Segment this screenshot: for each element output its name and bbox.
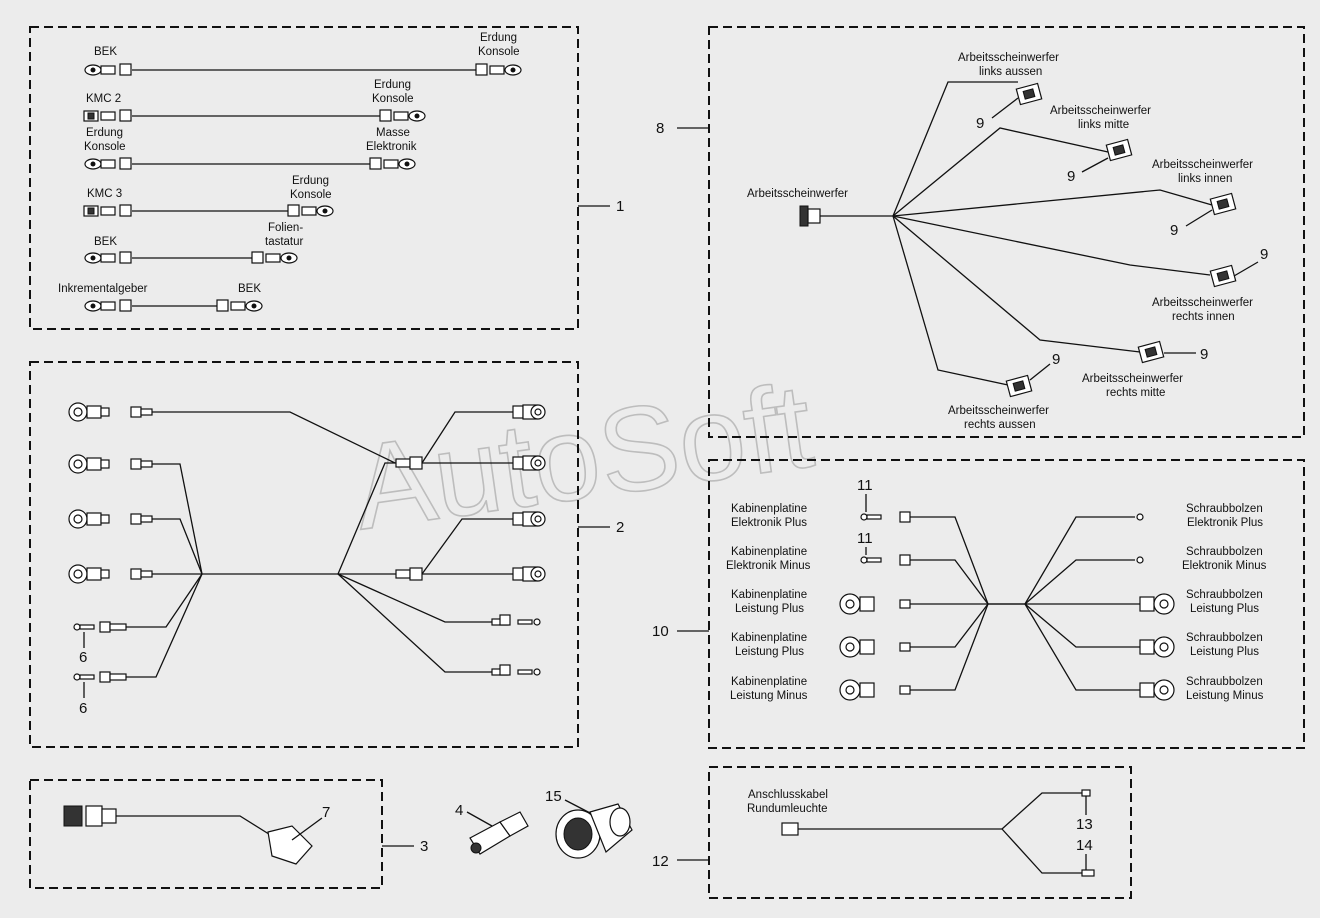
group-3: 3 7: [29, 779, 428, 889]
label-sb-3-b: Leistung Plus: [1190, 603, 1259, 615]
label-bek-1: BEK: [94, 46, 117, 58]
group-1: 1 BEK Erdung Konsole KMC 2 Erdung Konsol…: [29, 26, 624, 330]
label-erdung-3: Erdung: [86, 127, 123, 139]
label-erdung-4: Erdung: [292, 175, 329, 187]
label-konsole-2: Konsole: [372, 93, 414, 105]
callout-4: 4: [455, 802, 463, 819]
callout-9-b: 9: [1067, 168, 1075, 185]
label-tastatur: tastatur: [265, 236, 304, 248]
label-inkrementalgeber: Inkrementalgeber: [58, 283, 148, 295]
group-12-frame: [708, 766, 1132, 899]
label-kmc2: KMC 2: [86, 93, 121, 105]
callout-9-d: 9: [1260, 246, 1268, 263]
callout-1: 1: [616, 198, 624, 215]
group-12: 12 Anschlusskabel Rundumleuchte 13 14: [652, 766, 1132, 899]
label-konsole-3: Konsole: [84, 141, 126, 153]
cable-inkrementalgeber-bek: [84, 299, 263, 312]
label-lamp-4-a: Arbeitsscheinwerfer: [1152, 297, 1253, 309]
label-kp-5-a: Kabinenplatine: [731, 676, 807, 688]
label-lamp-5-b: rechts mitte: [1106, 387, 1165, 399]
label-lamp-2-b: links mitte: [1078, 119, 1129, 131]
label-lamp-3-b: links innen: [1178, 173, 1232, 185]
label-lamp-1-a: Arbeitsscheinwerfer: [958, 52, 1059, 64]
label-kp-2-b: Elektronik Minus: [726, 560, 811, 572]
callout-7: 7: [322, 804, 330, 821]
callout-2: 2: [616, 519, 624, 536]
label-kp-3-a: Kabinenplatine: [731, 589, 807, 601]
label-elektronik: Elektronik: [366, 141, 417, 153]
label-kp-1-b: Elektronik Plus: [731, 517, 807, 529]
callout-6-a: 6: [79, 649, 87, 666]
label-kp-4-a: Kabinenplatine: [731, 632, 807, 644]
label-anschlusskabel: Anschlusskabel: [748, 789, 828, 801]
label-kp-3-b: Leistung Plus: [735, 603, 804, 615]
label-bek-2: BEK: [94, 236, 117, 248]
callout-14: 14: [1076, 837, 1093, 854]
label-masse: Masse: [376, 127, 410, 139]
label-sb-2-a: Schraubbolzen: [1186, 546, 1263, 558]
label-kp-5-b: Leistung Minus: [730, 690, 808, 702]
callout-6-b: 6: [79, 700, 87, 717]
callout-13: 13: [1076, 816, 1093, 833]
group-2: 2: [29, 361, 624, 748]
label-rundumleuchte: Rundumleuchte: [747, 803, 828, 815]
callout-9-e: 9: [1200, 346, 1208, 363]
part-15: 15: [545, 788, 633, 859]
label-konsole-1: Konsole: [478, 46, 520, 58]
cable-bek-folientastatur: [84, 251, 298, 264]
label-sb-1-b: Elektronik Plus: [1187, 517, 1263, 529]
group-3-frame: [29, 779, 383, 889]
group-8: 8 Arbeitsscheinwerfer Arbeitsscheinwerfe…: [656, 26, 1305, 438]
callout-10: 10: [652, 623, 669, 640]
callout-9-a: 9: [976, 115, 984, 132]
label-konsole-4: Konsole: [290, 189, 332, 201]
group-2-frame: [29, 361, 579, 748]
group-8-frame: [708, 26, 1305, 438]
label-main-arbeitsscheinwerfer: Arbeitsscheinwerfer: [747, 188, 848, 200]
group-10-frame: [708, 459, 1305, 749]
label-sb-3-a: Schraubbolzen: [1186, 589, 1263, 601]
cable-erdung-masse: [84, 157, 416, 170]
label-sb-5-b: Leistung Minus: [1186, 690, 1264, 702]
label-sb-5-a: Schraubbolzen: [1186, 676, 1263, 688]
callout-15: 15: [545, 788, 562, 805]
label-bek-3: BEK: [238, 283, 261, 295]
label-kmc3: KMC 3: [87, 188, 122, 200]
label-lamp-2-a: Arbeitsscheinwerfer: [1050, 105, 1151, 117]
label-kp-1-a: Kabinenplatine: [731, 503, 807, 515]
cable-bek-erdung: [84, 63, 522, 76]
callout-9-f: 9: [1052, 351, 1060, 368]
part-4: 4: [455, 802, 529, 855]
right-lugs: [491, 404, 546, 676]
label-lamp-5-a: Arbeitsscheinwerfer: [1082, 373, 1183, 385]
label-sb-4-b: Leistung Plus: [1190, 646, 1259, 658]
cable-kmc2-erdung: [83, 109, 426, 122]
left-lugs: [68, 402, 153, 683]
label-sb-1-a: Schraubbolzen: [1186, 503, 1263, 515]
label-sb-4-a: Schraubbolzen: [1186, 632, 1263, 644]
lamp-connectors: [1005, 82, 1237, 398]
callout-11-b: 11: [857, 530, 873, 547]
group-1-frame: [29, 26, 579, 330]
label-lamp-6-b: rechts aussen: [964, 419, 1036, 431]
label-lamp-4-b: rechts innen: [1172, 311, 1235, 323]
label-erdung-1: Erdung: [480, 32, 517, 44]
label-sb-2-b: Elektronik Minus: [1182, 560, 1267, 572]
label-lamp-1-b: links aussen: [979, 66, 1042, 78]
label-lamp-3-a: Arbeitsscheinwerfer: [1152, 159, 1253, 171]
label-lamp-6-a: Arbeitsscheinwerfer: [948, 405, 1049, 417]
callout-12: 12: [652, 853, 669, 870]
label-folien: Folien-: [268, 222, 303, 234]
callout-9-c: 9: [1170, 222, 1178, 239]
label-erdung-2: Erdung: [374, 79, 411, 91]
group-10: 10 11 11 Kabinenplatine Elektronik Plus …: [652, 459, 1305, 749]
callout-3: 3: [420, 838, 428, 855]
cable-kmc3-erdung: [83, 204, 334, 217]
callout-11-a: 11: [857, 477, 873, 494]
callout-8: 8: [656, 120, 664, 137]
label-kp-2-a: Kabinenplatine: [731, 546, 807, 558]
label-kp-4-b: Leistung Plus: [735, 646, 804, 658]
